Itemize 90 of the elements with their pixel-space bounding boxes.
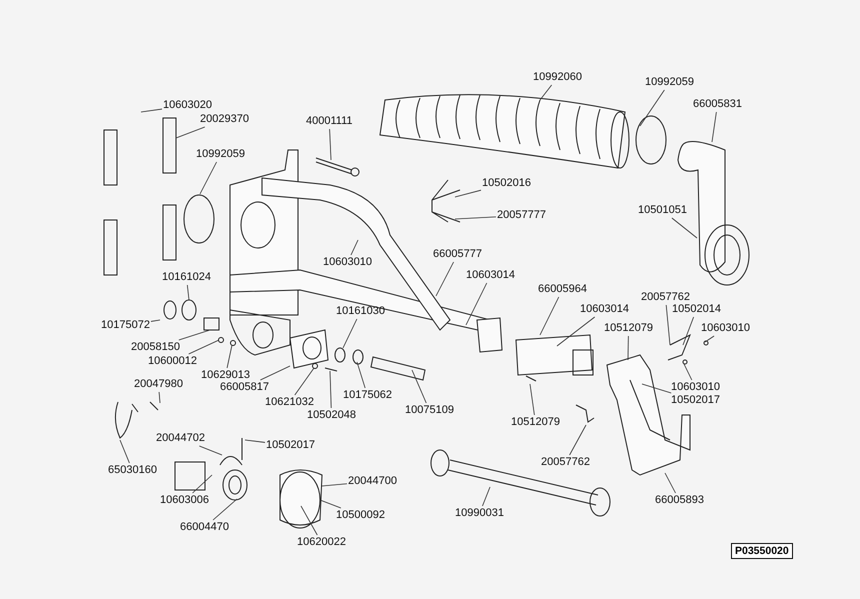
leader-line <box>664 472 676 494</box>
part-number: 66005777 <box>433 248 482 261</box>
leader-line <box>322 483 348 486</box>
part-number: 10992059 <box>645 76 694 89</box>
leader-line <box>482 486 490 506</box>
part-number: 10603010 <box>323 256 372 269</box>
leader-line <box>150 320 160 322</box>
part-number: 10992059 <box>196 148 245 161</box>
part-number: 10603020 <box>163 99 212 112</box>
part-number: 20029370 <box>200 113 249 126</box>
leader-line <box>186 284 190 300</box>
leader-line <box>712 112 717 142</box>
part-number: 20058150 <box>131 341 180 354</box>
leader-line <box>412 370 427 404</box>
part-number: 10075109 <box>405 404 454 417</box>
leader-line <box>530 384 535 416</box>
leader-line <box>672 218 698 238</box>
leader-line <box>226 344 232 368</box>
part-number: 66004470 <box>180 521 229 534</box>
part-number: 65030160 <box>108 464 157 477</box>
leader-line <box>356 362 366 388</box>
part-number: 10502017 <box>266 439 315 452</box>
leader-line <box>188 340 220 354</box>
part-number: 10992060 <box>533 71 582 84</box>
part-number: 20057762 <box>541 456 590 469</box>
part-number: 10502016 <box>482 177 531 190</box>
leader-line <box>158 392 160 404</box>
part-number: 40001111 <box>306 115 352 128</box>
leader-line <box>642 384 672 394</box>
part-number: 10500092 <box>336 509 385 522</box>
part-number: 10502048 <box>307 409 356 422</box>
part-number: 20057777 <box>497 209 546 222</box>
part-number: 10512079 <box>604 322 653 335</box>
leader-line <box>320 500 342 508</box>
part-number: 20044702 <box>156 432 205 445</box>
leader-line <box>329 128 332 160</box>
leader-line <box>330 370 332 408</box>
part-number: 66005893 <box>655 494 704 507</box>
part-number: 10161030 <box>336 305 385 318</box>
leader-line <box>628 336 629 360</box>
leader-line <box>640 90 665 126</box>
part-number: 10629013 <box>201 369 250 382</box>
part-number: 10512079 <box>511 416 560 429</box>
leader-line <box>704 336 714 342</box>
part-number: 20044700 <box>348 475 397 488</box>
part-number: 10603014 <box>466 269 515 282</box>
part-number: 10175072 <box>101 319 150 332</box>
part-number: 10501051 <box>638 204 687 217</box>
part-number: 10502014 <box>672 303 721 316</box>
leader-line <box>244 440 266 443</box>
leader-line <box>569 424 586 456</box>
leader-line <box>120 440 130 464</box>
leader-line <box>540 296 560 336</box>
part-number: 20057762 <box>641 291 690 304</box>
part-number: 10990031 <box>455 507 504 520</box>
leader-line <box>178 330 210 340</box>
part-number: 20047980 <box>134 378 183 391</box>
part-number: 10603006 <box>160 494 209 507</box>
part-number: 10603010 <box>671 381 720 394</box>
leader-line <box>200 162 217 194</box>
leader-line <box>260 366 290 380</box>
part-number: 66005964 <box>538 283 587 296</box>
leader-line <box>454 216 496 220</box>
part-number: 10603014 <box>580 303 629 316</box>
leader-line <box>466 282 488 326</box>
leader-line <box>176 126 206 138</box>
leader-line <box>556 316 596 346</box>
leader-line <box>436 262 454 296</box>
part-number: 10620022 <box>297 536 346 549</box>
leader-line <box>684 364 692 380</box>
part-number: 66005831 <box>693 98 742 111</box>
part-number: 10621032 <box>265 396 314 409</box>
part-number: 10175062 <box>343 389 392 402</box>
leader-line <box>342 318 358 348</box>
leader-line <box>192 474 212 494</box>
drawing-number: P03550020 <box>731 543 793 559</box>
leader-line <box>350 240 358 256</box>
leader-line <box>212 498 238 520</box>
part-number: 66005817 <box>220 381 269 394</box>
leader-line <box>682 316 694 346</box>
leader-line <box>454 190 482 198</box>
leader-line <box>540 84 552 100</box>
part-number: 10600012 <box>148 355 197 368</box>
leader-line <box>666 304 670 346</box>
leader-line <box>140 108 162 112</box>
leader-line <box>294 368 314 396</box>
leader-line <box>198 446 222 456</box>
part-number: 10161024 <box>162 271 211 284</box>
part-number: 10603010 <box>701 322 750 335</box>
part-number: 10502017 <box>671 394 720 407</box>
